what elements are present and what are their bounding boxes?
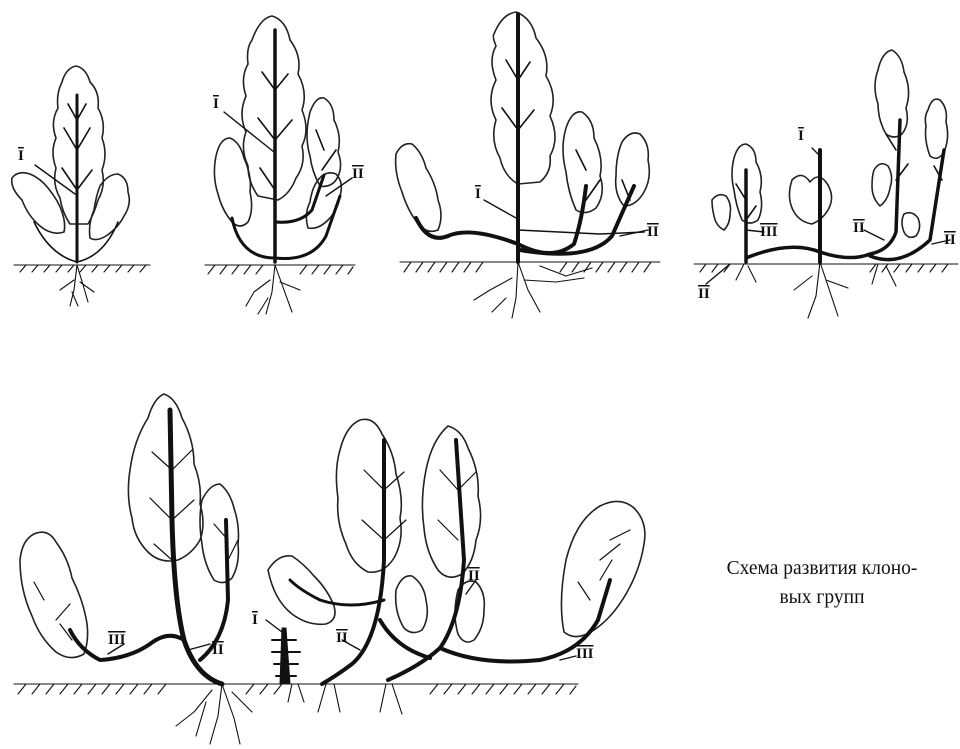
label-iii: III	[760, 224, 778, 240]
label-i: I	[475, 186, 481, 202]
label-ii: II	[853, 220, 865, 236]
label-ii: II	[944, 232, 956, 248]
label-i: I	[18, 148, 24, 164]
stage-3-sketch: I II	[396, 12, 660, 318]
caption-line-1: Схема развития клоно-	[672, 554, 960, 583]
label-ii: II	[352, 166, 364, 182]
caption-line-2: вых групп	[672, 583, 960, 612]
label-ii: II	[647, 224, 659, 240]
label-i: I	[798, 128, 804, 144]
label-iii: III	[576, 646, 594, 662]
stage-1-sketch: I	[12, 66, 150, 306]
label-i: I	[252, 612, 258, 628]
stage-2-sketch: I II	[205, 16, 364, 314]
label-ii: II	[336, 630, 348, 646]
label-iii: III	[108, 632, 126, 648]
label-ii: II	[212, 642, 224, 658]
stage-4-sketch: I III II II II	[694, 50, 958, 318]
figure-caption: Схема развития клоно- вых групп	[672, 554, 960, 612]
label-ii: II	[698, 286, 710, 302]
mature-clonal-group-sketch: III II I II II III	[14, 394, 645, 744]
label-i: I	[213, 96, 219, 112]
label-ii: II	[468, 568, 480, 584]
